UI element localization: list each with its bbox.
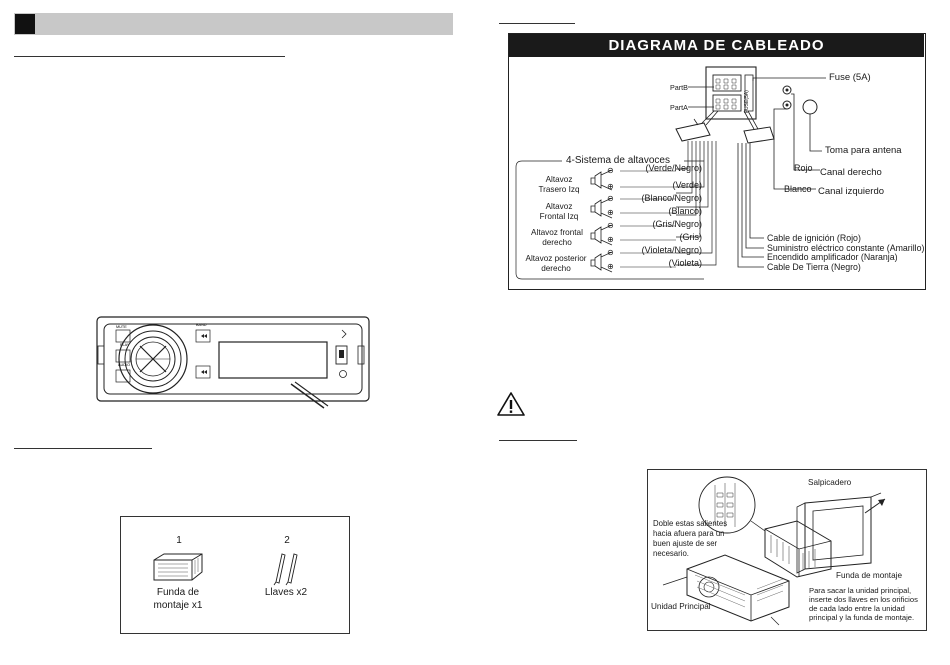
right-channel-label: Canal derecho (820, 167, 882, 178)
polarity-neg-3: ⊖ (607, 221, 614, 230)
mounting-heading-underline (499, 440, 577, 441)
fuse-mark-label: FUSE(5A) (744, 90, 750, 113)
speaker-3-icon (590, 224, 613, 246)
removal-line-3: de cada lado entre la unidad (809, 604, 905, 613)
speaker-4-icon (590, 251, 613, 273)
bend-tabs-line-4: necesario. (653, 549, 689, 558)
speaker-2-icon (590, 197, 613, 219)
polarity-pos-2: ⊕ (607, 208, 614, 217)
polarity-pos-4: ⊕ (607, 262, 614, 271)
wire-label-1-pos: (Verde) (672, 180, 702, 190)
rca-red-label: Rojo (794, 163, 813, 173)
faceplate-band-label: BAND (196, 323, 207, 327)
warning-icon (497, 392, 525, 416)
speaker-1-icon (590, 169, 613, 191)
wire-label-4-pos: (Violeta) (668, 258, 702, 268)
section-heading-underline (14, 56, 285, 57)
polarity-neg-4: ⊖ (607, 248, 614, 257)
accessory-name-2: Llaves x2 (264, 587, 308, 598)
connector-part-a-label: PartA (670, 103, 688, 112)
bend-tabs-line-2: hacia afuera para un (653, 529, 725, 538)
sleeve-label: Funda de montaje (836, 571, 902, 580)
bend-tabs-line-1: Doble estas salientes (653, 519, 728, 528)
accessory-number-1: 1 (176, 535, 182, 546)
removal-line-4: principal y la funda de montaje. (809, 613, 915, 622)
wiring-diagram-title: DIAGRAMA DE CABLEADO (509, 34, 924, 57)
power-wire-ground: Cable De Tierra (Negro) (767, 262, 861, 272)
wire-label-3-pos: (Gris) (679, 232, 703, 242)
accessory-number-2: 2 (284, 535, 290, 546)
rca-white-label: Blanco (784, 184, 812, 194)
speaker-3-label-b: derecho (542, 238, 572, 247)
mounting-illustration (662, 476, 886, 626)
dashboard-label: Salpicadero (808, 478, 852, 487)
speaker-4-label-b: derecho (541, 264, 571, 273)
removal-line-1: Para sacar la unidad principal, (809, 586, 912, 595)
speaker-3-label-a: Altavoz frontal (531, 228, 583, 237)
speaker-2-label-a: Altavoz (545, 202, 573, 211)
section-header-marker (15, 14, 35, 34)
faceplate-play-label: PLAY (120, 343, 130, 347)
connector-part-b-label: PartB (670, 83, 688, 92)
removal-line-2: inserte dos llaves en los orificios (809, 595, 918, 604)
speaker-4-label-a: Altavoz posterior (525, 254, 587, 263)
wire-label-2-neg: (Blanco/Negro) (641, 193, 702, 203)
mounting-sleeve-icon (153, 553, 203, 581)
accessory-name-1a: Funda de (156, 587, 200, 598)
fuse-label: Fuse (5A) (829, 72, 871, 83)
polarity-neg-1: ⊖ (607, 166, 614, 175)
wiring-diagram-lines (515, 66, 826, 280)
accessory-name-1b: montaje x1 (153, 600, 203, 611)
speaker-1-label-a: Altavoz (545, 175, 573, 184)
power-wire-ignition: Cable de ignición (Rojo) (767, 233, 861, 243)
wire-label-3-neg: (Gris/Negro) (652, 219, 702, 229)
speaker-2-label-b: Frontal Izq (539, 212, 579, 221)
power-wire-constant: Suministro eléctrico constante (Amarillo… (767, 243, 925, 253)
faceplate-illustration: MUTE PLAY AUDIO BAND (96, 316, 370, 409)
speaker-system-label: 4-Sistema de altavoces (566, 155, 670, 166)
faceplate-mute-label: MUTE (116, 325, 127, 329)
wire-label-4-neg: (Violeta/Negro) (641, 245, 702, 255)
faceplate-audio-label: AUDIO (118, 363, 130, 367)
mounting-illustration-box (647, 469, 927, 631)
polarity-pos-3: ⊕ (607, 235, 614, 244)
wire-label-2-pos: (Blanco) (668, 206, 702, 216)
wiring-heading-underline (499, 23, 575, 24)
left-channel-label: Canal izquierdo (818, 186, 885, 197)
accessories-box (120, 516, 350, 634)
bend-tabs-line-3: buen ajuste de ser (653, 539, 718, 548)
polarity-neg-2: ⊖ (607, 194, 614, 203)
section-header-bar (14, 13, 453, 35)
wire-label-1-neg: (Verde/Negro) (645, 163, 702, 173)
wiring-diagram-box (508, 33, 926, 290)
removal-keys-icon (273, 553, 298, 586)
accessories-heading-underline (14, 448, 152, 449)
speaker-1-label-b: Trasero Izq (538, 185, 580, 194)
main-unit-label: Unidad Principal (651, 602, 711, 611)
power-wire-amp: Encendido amplificador (Naranja) (767, 252, 898, 262)
antenna-label: Toma para antena (825, 145, 902, 156)
polarity-pos-1: ⊕ (607, 182, 614, 191)
